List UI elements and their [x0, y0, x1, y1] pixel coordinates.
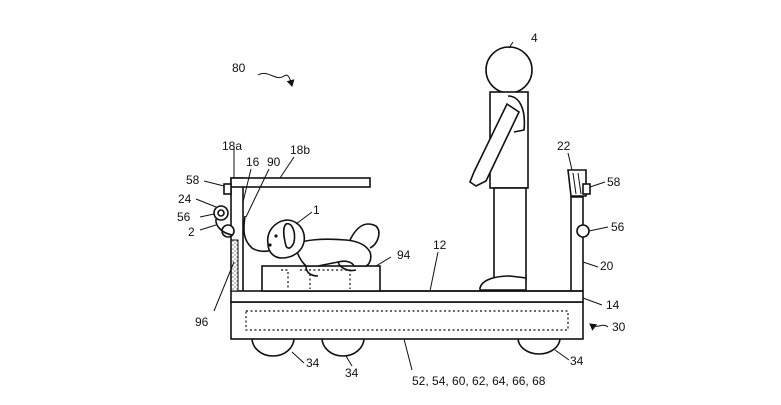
ref-90: 90 [267, 155, 281, 169]
handle-22 [567, 169, 587, 197]
person-arm [469, 102, 521, 187]
person-head [485, 46, 533, 94]
ref-94: 94 [397, 248, 411, 262]
ref-22: 22 [557, 139, 571, 153]
dog [266, 219, 380, 277]
reel-24-outer [213, 205, 229, 221]
clamp-58-right [582, 183, 591, 195]
ref-56-right: 56 [611, 220, 625, 234]
ref-96: 96 [195, 315, 209, 329]
tether-90 [243, 215, 273, 253]
ref-16: 16 [246, 155, 260, 169]
roller-56-right [576, 224, 590, 238]
enclosure-94 [261, 265, 381, 292]
base-housing [230, 301, 584, 340]
person-shoe [479, 275, 527, 291]
person-legs [493, 187, 527, 281]
ref-34-right: 34 [570, 354, 584, 368]
leash-2 [215, 218, 233, 236]
ref-12: 12 [433, 238, 447, 252]
reference-labels: 80 4 18a 18b 16 90 58 22 58 24 56 56 2 1… [177, 31, 626, 388]
ref-34-mid: 34 [345, 366, 359, 380]
wheel-mid [321, 337, 365, 357]
leader-lines [195, 41, 609, 371]
ref-80: 80 [232, 61, 246, 75]
wheel-left [251, 337, 295, 357]
deck-plate [230, 290, 584, 303]
ref-58-right: 58 [607, 175, 621, 189]
ref-14: 14 [606, 298, 620, 312]
ref-4: 4 [531, 31, 538, 45]
ref-18b: 18b [290, 143, 310, 157]
ref-1: 1 [313, 203, 320, 217]
clamp-58-left [223, 183, 232, 195]
ref-24: 24 [178, 192, 192, 206]
ref-30: 30 [612, 320, 626, 334]
internal-components-dotted [245, 310, 569, 331]
right-post [567, 169, 591, 291]
ref-2: 2 [188, 225, 195, 239]
ref-20: 20 [600, 259, 614, 273]
ref-58-left: 58 [186, 173, 200, 187]
ref-18a: 18a [222, 139, 242, 153]
ref-list: 52, 54, 60, 62, 64, 66, 68 [412, 374, 546, 388]
person [469, 46, 533, 291]
ref-56-left: 56 [177, 210, 191, 224]
person-sleeve [507, 95, 526, 133]
left-post [213, 177, 371, 292]
arm-18b [230, 177, 371, 188]
wheel-right [517, 337, 561, 355]
reel-24-inner [217, 209, 225, 217]
ref-34-left: 34 [306, 356, 320, 370]
wheels [251, 337, 561, 357]
